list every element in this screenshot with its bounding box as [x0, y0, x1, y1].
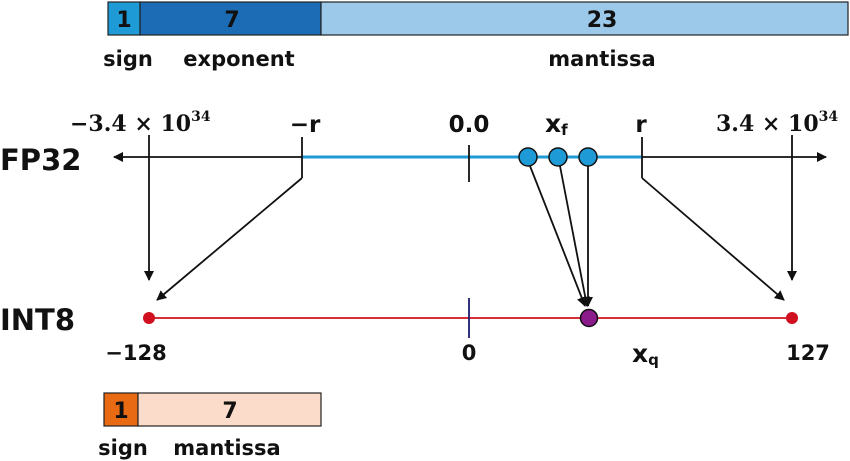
- fp32-xf-label: xf: [545, 109, 568, 139]
- int8-xq-point: [579, 308, 599, 328]
- fp32-axis: FP32 −3.4 × 1034 3.4 × 1034 −r 0.0 r xf: [0, 109, 838, 182]
- fp32-sign-bits: 1: [116, 8, 131, 33]
- arrow-xf1-to-xq: [529, 165, 587, 307]
- int8-zero-label: 0: [462, 341, 477, 365]
- int8-sign-cell: [103, 392, 139, 427]
- fp32-sample-point: [518, 147, 538, 167]
- fp32-zero-label: 0.0: [449, 112, 490, 138]
- fp32-sample-point: [578, 147, 598, 167]
- fp32-mantissa-bits: 23: [587, 8, 618, 33]
- arrow-neg-r-to-min: [156, 177, 303, 301]
- int8-max-label: 127: [786, 341, 830, 365]
- int8-format-bar: 1 7 sign mantissa: [98, 392, 322, 460]
- fp32-min-exponent: 34: [191, 109, 211, 125]
- int8-sign-label: sign: [98, 436, 148, 460]
- int8-axis: INT8 −128 0 127 xq: [0, 298, 830, 369]
- fp32-mantissa-label: mantissa: [548, 47, 655, 71]
- int8-xq-label: xq: [632, 339, 659, 369]
- fp32-neg-r-label: −r: [290, 112, 321, 138]
- fp32-sign-cell: [107, 1, 141, 36]
- fp32-row-label: FP32: [0, 143, 81, 177]
- int8-max-point: [786, 312, 798, 324]
- fp32-r-label: r: [635, 112, 647, 138]
- mapping-arrows: [144, 165, 797, 307]
- int8-mantissa-bits: 7: [222, 399, 237, 424]
- fp32-exponent-cell: [139, 1, 322, 36]
- fp32-sample-point: [548, 147, 568, 167]
- fp32-sign-label: sign: [103, 47, 153, 71]
- int8-min-point: [143, 312, 155, 324]
- int8-sign-bits: 1: [113, 399, 128, 424]
- int8-row-label: INT8: [0, 303, 75, 337]
- fp32-max-label: 3.4 × 1034: [716, 109, 838, 137]
- fp32-max-exponent: 34: [819, 109, 839, 125]
- fp32-exponent-label: exponent: [183, 47, 294, 71]
- int8-min-label: −128: [105, 341, 166, 365]
- arrow-xf2-to-xq: [559, 165, 591, 307]
- fp32-min-label: −3.4 × 1034: [70, 109, 211, 137]
- arrow-r-to-max: [641, 177, 785, 301]
- int8-mantissa-cell: [137, 392, 322, 427]
- fp32-exponent-bits: 7: [224, 8, 239, 33]
- int8-mantissa-label: mantissa: [173, 436, 280, 460]
- fp32-format-bar: 1 7 23 sign exponent mantissa: [103, 1, 849, 71]
- fp32-mantissa-cell: [320, 1, 849, 36]
